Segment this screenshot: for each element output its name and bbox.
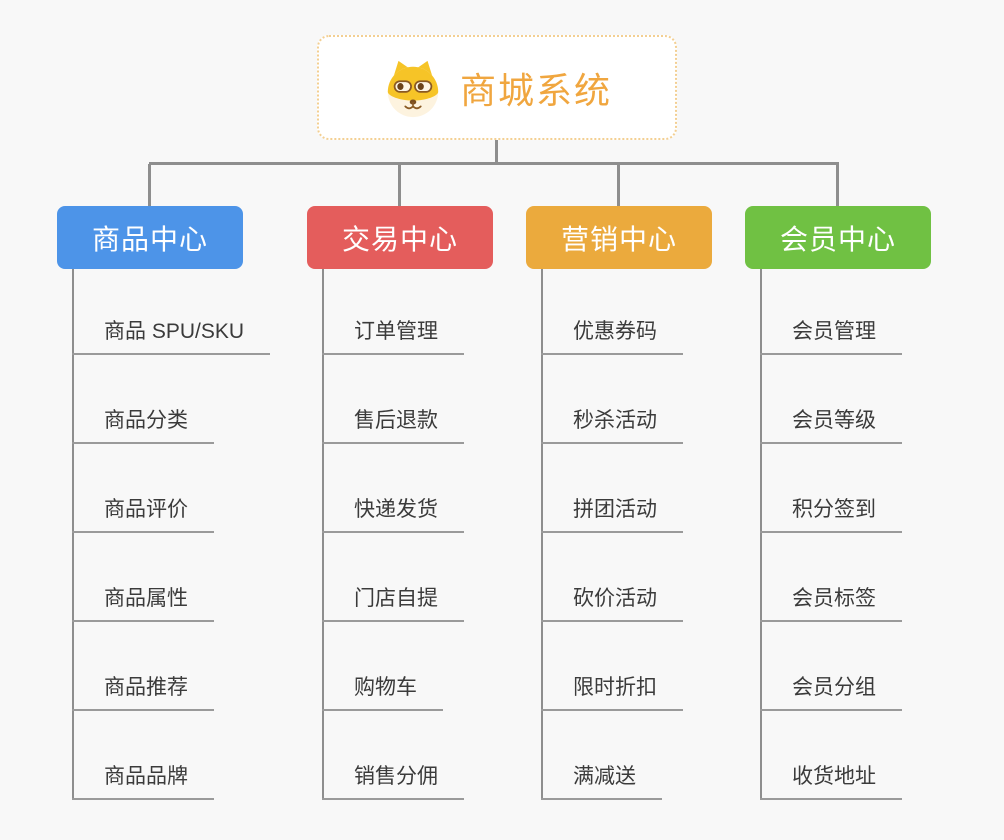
branch-label: 会员中心: [779, 223, 896, 255]
root-node-mall-system[interactable]: 商城系统: [317, 35, 677, 140]
branch-node-trade-center[interactable]: 交易中心: [307, 206, 493, 269]
leaf-node[interactable]: 商品属性: [72, 585, 214, 622]
leaf-node[interactable]: 商品 SPU/SKU: [72, 318, 271, 355]
leaf-node[interactable]: 商品评价: [72, 496, 214, 533]
leaf-node[interactable]: 收货地址: [760, 763, 902, 800]
leaf-node[interactable]: 优惠券码: [541, 318, 683, 355]
leaf-node[interactable]: 会员管理: [760, 318, 902, 355]
leaf-node[interactable]: 积分签到: [760, 496, 902, 533]
leaf-node[interactable]: 商品品牌: [72, 763, 214, 800]
connector-branch-stem: [836, 164, 839, 207]
leaf-node[interactable]: 会员等级: [760, 407, 902, 444]
leaf-node[interactable]: 订单管理: [322, 318, 464, 355]
leaf-node[interactable]: 售后退款: [322, 407, 464, 444]
branch-node-member-center[interactable]: 会员中心: [745, 206, 931, 269]
leaf-node[interactable]: 销售分佣: [322, 763, 464, 800]
connector-branch-stem: [398, 164, 401, 207]
connector-branch-trunk: [760, 268, 762, 799]
connector-root-stem: [495, 140, 498, 163]
branch-label: 营销中心: [560, 223, 677, 255]
leaf-node[interactable]: 砍价活动: [541, 585, 683, 622]
dog-face-icon: [387, 60, 439, 117]
branch-node-product-center[interactable]: 商品中心: [57, 206, 243, 269]
connector-branch-stem: [617, 164, 620, 207]
leaf-node[interactable]: 秒杀活动: [541, 407, 683, 444]
leaf-node[interactable]: 满减送: [541, 763, 662, 800]
leaf-node[interactable]: 会员标签: [760, 585, 902, 622]
connector-branch-trunk: [541, 268, 543, 799]
connector-branch-stem: [148, 164, 151, 207]
branch-label: 商品中心: [91, 223, 208, 255]
leaf-node[interactable]: 拼团活动: [541, 496, 683, 533]
leaf-node[interactable]: 商品推荐: [72, 674, 214, 711]
branch-node-marketing-center[interactable]: 营销中心: [526, 206, 712, 269]
leaf-node[interactable]: 限时折扣: [541, 674, 683, 711]
connector-branch-trunk: [72, 268, 74, 799]
connector-branch-trunk: [322, 268, 324, 799]
leaf-node[interactable]: 快递发货: [322, 496, 464, 533]
leaf-node[interactable]: 门店自提: [322, 585, 464, 622]
root-title: 商城系统: [459, 69, 612, 111]
branch-label: 交易中心: [341, 223, 458, 255]
connector-horizontal-bus: [149, 162, 839, 165]
leaf-node[interactable]: 会员分组: [760, 674, 902, 711]
leaf-node[interactable]: 商品分类: [72, 407, 214, 444]
leaf-node[interactable]: 购物车: [322, 674, 443, 711]
